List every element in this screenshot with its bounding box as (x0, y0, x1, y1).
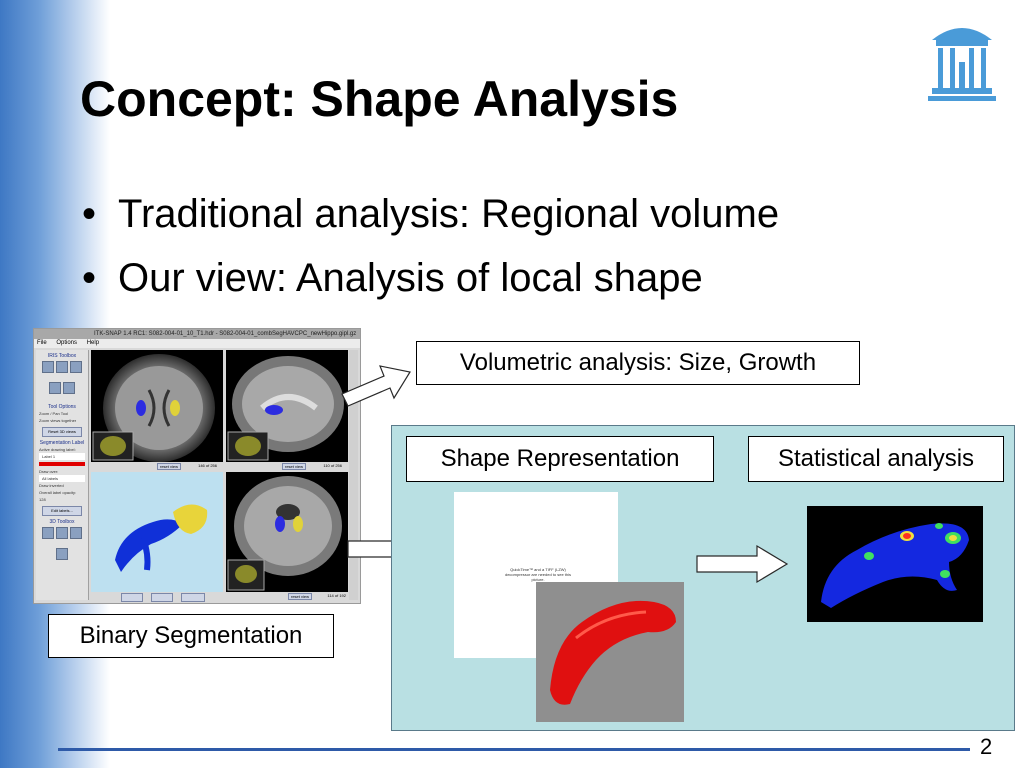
paint-tool-icon (56, 361, 68, 373)
coronal-footer: reset view 114 of 192 (226, 592, 348, 601)
volumetric-analysis-box: Volumetric analysis: Size, Growth (416, 341, 860, 385)
itk-menu-bar: File Options Help (34, 339, 360, 348)
itk-draw-over-label: Draw over: (39, 469, 59, 474)
itk-label-select: Label 1 (39, 453, 85, 460)
old-well-logo-icon (928, 28, 996, 101)
itk-window-title: ITK-SNAP 1.4 RC1: S082-004-01_10_T1.hdr … (34, 329, 360, 339)
itk-opacity-label: Overall label opacity: (39, 490, 77, 495)
itk-3d-toolbox-header: 3D Toolbox (49, 519, 75, 525)
snake-tool-icon (63, 382, 75, 394)
axial-reset-view-button: reset view (156, 463, 181, 470)
itk-active-label: Active drawing label: (39, 447, 76, 452)
bullet-dot: • (82, 192, 97, 236)
3d-accept-button (151, 593, 173, 602)
3d-reset-button (181, 593, 205, 602)
bullet-dot: • (82, 256, 97, 300)
axial-slice-readout: 146 of 256 (198, 463, 217, 468)
sagittal-slice-readout: 110 of 256 (323, 463, 342, 468)
shape-analysis-panel: Shape Representation Statistical analysi… (391, 425, 1015, 731)
itk-tool-options-header: Tool Options (48, 404, 76, 410)
bullet-list: • Traditional analysis: Regional volume •… (82, 190, 779, 318)
coronal-reset-view-button: reset view (287, 593, 312, 600)
slide-title: Concept: Shape Analysis (80, 71, 679, 127)
itk-reset-views-button: Reset 3D views (42, 427, 82, 437)
itk-label-color-swatch (39, 462, 85, 466)
itk-menu-options: Options (56, 340, 78, 346)
statistical-analysis-box: Statistical analysis (748, 436, 1004, 482)
bullet-item: • Our view: Analysis of local shape (82, 254, 779, 318)
pointer-tool-icon (42, 361, 54, 373)
itk-zoom-label: Zoom / Pan Tool (39, 411, 69, 416)
itk-opacity-value: 128 (39, 497, 46, 502)
itk-tool-panel: IRIS Toolbox Tool Options Zoom / Pan Too… (36, 350, 89, 600)
itk-3d-view (91, 472, 223, 592)
itk-menu-file: File (37, 340, 47, 346)
mri-sagittal-view (226, 350, 348, 462)
bullet-text: Traditional analysis: Regional volume (118, 192, 780, 236)
shape-to-statistics-arrow-icon (696, 544, 789, 584)
itk-view-toolstrip (349, 350, 358, 600)
3d-view-footer (91, 592, 223, 602)
polygon-tool-icon (49, 382, 61, 394)
quicktime-notice: QuickTime™ and a TIFF (LZW) decompressor… (504, 567, 572, 582)
coronal-slice-readout: 114 of 192 (327, 593, 346, 598)
itk-3d-tool-icons (36, 525, 88, 567)
itk-menu-help: Help (86, 340, 100, 346)
itk-tool-icons (36, 359, 88, 401)
statistical-heatmap-render (807, 506, 983, 622)
axial-footer: reset view 146 of 256 (91, 462, 223, 471)
itk-toolbox-header: IRIS Toolbox (47, 353, 77, 359)
red-shape-render (536, 582, 684, 722)
spray-3d-icon (56, 548, 68, 560)
bullet-text: Our view: Analysis of local shape (118, 256, 703, 300)
itk-zoom-views-label: Zoom views together (39, 418, 77, 423)
sagittal-footer: reset view 110 of 256 (226, 462, 348, 471)
itk-draw-over-select: All labels (39, 475, 85, 482)
sagittal-reset-view-button: reset view (281, 463, 306, 470)
itk-draw-inverted: Draw inverted (39, 483, 64, 488)
3d-update-button (121, 593, 143, 602)
mri-axial-view (91, 350, 223, 462)
footer-rule (58, 748, 970, 751)
zoom-tool-icon (70, 361, 82, 373)
shape-representation-box: Shape Representation (406, 436, 714, 482)
volumetric-arrow-icon (341, 365, 411, 407)
bullet-item: • Traditional analysis: Regional volume (82, 190, 779, 254)
binary-segmentation-box: Binary Segmentation (48, 614, 334, 658)
itk-edit-labels-button: Edit labels... (42, 506, 82, 516)
mri-coronal-view (226, 472, 348, 592)
crosshair-3d-icon (56, 527, 68, 539)
rotate-3d-icon (42, 527, 54, 539)
itk-snap-screenshot: ITK-SNAP 1.4 RC1: S082-004-01_10_T1.hdr … (33, 328, 361, 604)
scalpel-3d-icon (70, 527, 82, 539)
itk-segmentation-header: Segmentation Label (39, 440, 85, 446)
page-number: 2 (980, 734, 993, 759)
